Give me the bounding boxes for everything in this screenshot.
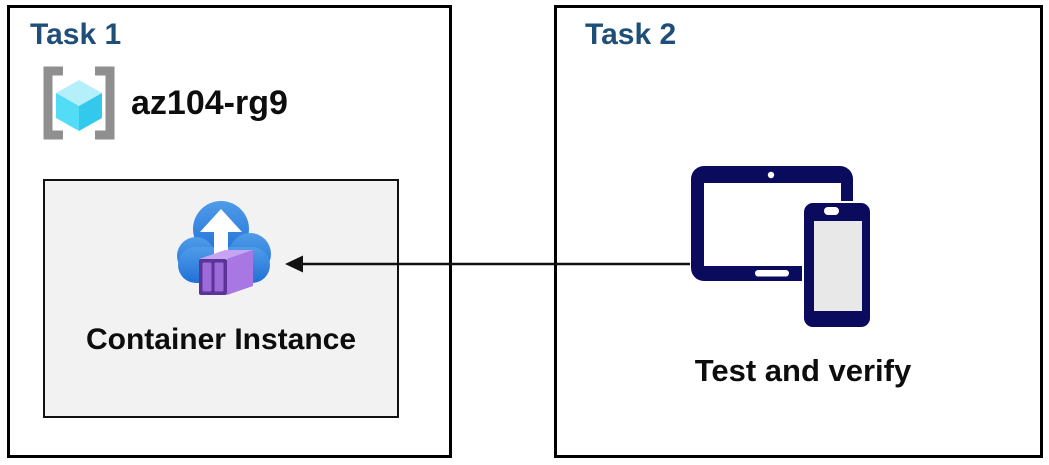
container-cube [199, 250, 253, 295]
arrow-right-to-left [285, 255, 690, 273]
phone-icon [802, 201, 872, 329]
task1-title: Task 1 [30, 18, 122, 51]
task2-box: Task 2 Test and verify [554, 5, 1043, 458]
task1-box: Task 1 az104-rg9 [7, 5, 452, 458]
devices-icon [691, 166, 872, 329]
container-instance-label: Container Instance [85, 323, 357, 356]
container-instance-icon [177, 201, 271, 295]
resource-group-name: az104-rg9 [131, 84, 288, 122]
task2-title: Task 2 [585, 18, 677, 51]
test-and-verify-label: Test and verify [694, 353, 912, 388]
resource-group-icon [43, 66, 115, 140]
container-instance-box: Container Instance [43, 179, 399, 418]
